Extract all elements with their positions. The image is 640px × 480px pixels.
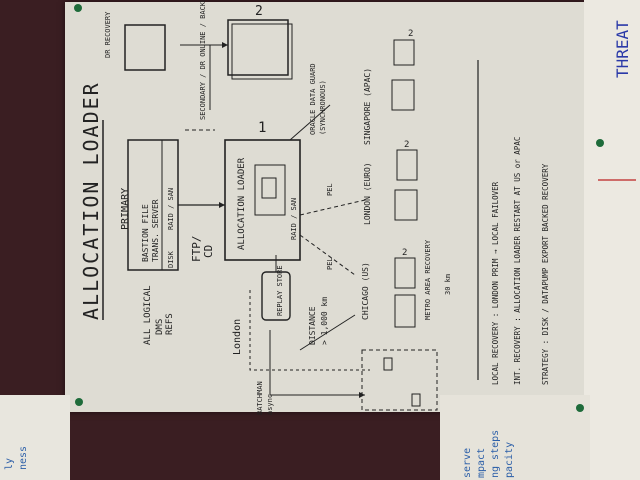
note-int-recovery: INT. RECOVERY : ALLOCATION LOADER RESTAR… xyxy=(513,137,522,385)
chicago-box-b xyxy=(394,257,416,289)
label-distance-value: > 1,000 km xyxy=(320,297,329,345)
label-sync: (SYNCHRONOUS) xyxy=(319,80,327,135)
label-trans-server: TRANS. SERVER xyxy=(151,199,160,262)
pin-bottom-right-icon xyxy=(576,404,584,412)
label-metro: METRO AREA RECOVERY xyxy=(424,239,432,320)
label-batchman: BATCHMAN xyxy=(256,381,264,415)
label-disk: DISK xyxy=(167,250,175,268)
right-note-4: pacity xyxy=(504,442,515,478)
box-number-1: 1 xyxy=(258,120,266,136)
label-loader-raid-san: RAID / SAN xyxy=(290,198,298,240)
pin-top-left-icon xyxy=(74,4,82,12)
box-number-2-chi: 2 xyxy=(402,248,407,258)
dr-recovery-box xyxy=(124,24,166,71)
label-async: async xyxy=(266,394,274,415)
right-note-2: mpact xyxy=(476,448,487,478)
label-dr-recovery: DR RECOVERY xyxy=(104,11,112,58)
label-replay-store: REPLAY STORE xyxy=(276,265,284,316)
label-refs: REFS xyxy=(165,313,175,335)
label-raid-san: RAID / SAN xyxy=(167,188,175,230)
note-strategy: STRATEGY : DISK / DATAPUMP EXPORT BACKED… xyxy=(541,163,550,385)
flipchart-bottom-sheet xyxy=(440,395,590,480)
label-threat: THREAT xyxy=(613,20,632,78)
london-box-b xyxy=(396,149,418,181)
flipchart-right-sheet xyxy=(584,0,640,480)
pin-right-icon xyxy=(596,139,604,147)
label-dms: DMS xyxy=(155,319,165,335)
pin-bottom-left-icon xyxy=(75,398,83,406)
flipchart-left-sheet xyxy=(0,395,70,480)
singapore-box-b xyxy=(393,39,415,66)
diagram-title: ALLOCATION LOADER xyxy=(79,81,103,320)
label-bastion: BASTION FILE xyxy=(141,204,150,262)
right-note-1: serve xyxy=(462,448,473,478)
chicago-box-a xyxy=(394,294,416,328)
local-recovery-group xyxy=(361,349,438,411)
label-london-euro: LONDON (EURO) xyxy=(363,162,372,225)
box-number-2-sg: 2 xyxy=(408,29,413,39)
right-note-3: ng steps xyxy=(490,430,501,478)
allocation-loader-box xyxy=(224,139,301,261)
inner-loader-box xyxy=(254,164,286,216)
box-number-2-top: 2 xyxy=(255,4,263,19)
dr-server-box xyxy=(227,19,289,76)
note-local-recovery: LOCAL RECOVERY : LONDON PRIM → LOCAL FAI… xyxy=(491,181,500,385)
left-note-1: ly xyxy=(4,458,15,470)
label-secondary-network: SECONDARY / DR ONLINE / BACKUP NETWORK xyxy=(199,0,207,120)
label-oracle: ORACLE DATA GUARD xyxy=(309,63,317,135)
label-singapore: SINGAPORE (APAC) xyxy=(363,68,372,145)
label-pel-q2: PEL xyxy=(326,257,334,270)
singapore-box-a xyxy=(391,79,415,111)
left-note-2: ness xyxy=(18,446,29,470)
label-london: London xyxy=(232,319,243,355)
label-primary: PRIMARY xyxy=(120,188,131,230)
london-box-a xyxy=(394,189,418,221)
label-30km: 30 km xyxy=(444,274,452,295)
label-pel-q1: PEL xyxy=(326,183,334,196)
box-number-2-ldn: 2 xyxy=(404,140,409,150)
label-all-logical: ALL LOGICAL xyxy=(143,285,153,345)
label-allocation-loader: ALLOCATION LOADER xyxy=(237,157,247,250)
label-distance: DISTANCE xyxy=(308,306,317,345)
label-cd: CD xyxy=(202,245,215,258)
label-ftp: FTP/ xyxy=(190,236,203,263)
label-chicago: CHICAGO (US) xyxy=(361,262,370,320)
